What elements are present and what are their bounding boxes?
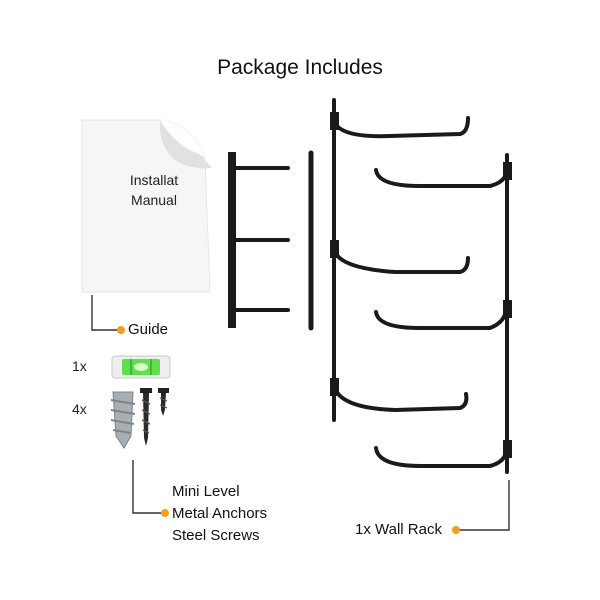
anchor-quantity: 4x (72, 401, 87, 417)
guide-callout-line (91, 295, 118, 331)
hardware-dot (161, 509, 169, 517)
rack-mount-brackets (330, 112, 512, 458)
guide-dot (117, 326, 125, 334)
installation-manual (81, 119, 212, 293)
level-quantity: 1x (72, 358, 87, 374)
wall-rack-label: 1x Wall Rack (355, 521, 442, 538)
page-title: Package Includes (217, 56, 383, 79)
wall-rack (332, 98, 509, 474)
manual-text-line1: Installat (129, 172, 179, 188)
steel-screw-icon (158, 388, 169, 416)
rack-callout-line (458, 480, 510, 531)
steel-screw-icon (140, 388, 152, 446)
hardware-label-steel-screws: Steel Screws (172, 527, 260, 544)
hardware-label-metal-anchors: Metal Anchors (172, 505, 268, 522)
hardware-label-mini-level: Mini Level (172, 483, 240, 500)
rack-dot (452, 526, 460, 534)
manual-text-line2: Manual (131, 192, 177, 208)
guide-label: Guide (128, 321, 169, 338)
metal-anchor-icon (110, 391, 136, 449)
hardware-callout-line (132, 460, 162, 514)
guide-bracket (228, 152, 290, 328)
manual-title: Installat Manual (106, 170, 202, 210)
hardware-label-list: Mini Level Metal Anchors Steel Screws (172, 481, 267, 547)
mini-level-icon (111, 355, 171, 379)
